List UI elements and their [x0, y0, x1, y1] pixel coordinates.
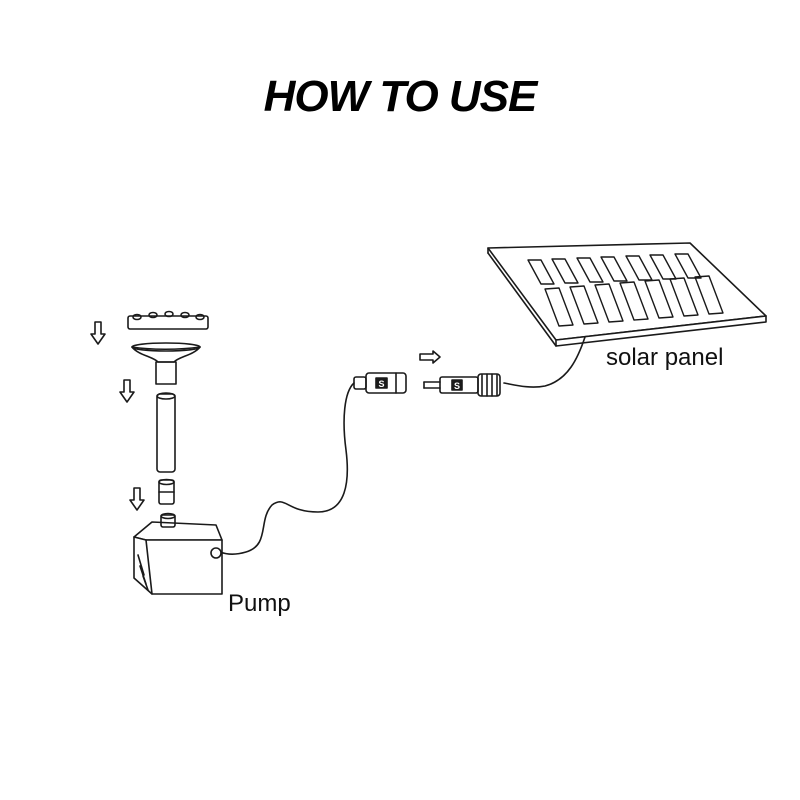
male-connector — [423, 373, 501, 397]
down-arrow-icon — [119, 379, 135, 403]
solar-panel-cable — [503, 336, 586, 388]
pump — [133, 512, 223, 595]
solar-cells — [527, 253, 724, 327]
male-connector-mark: S — [454, 381, 460, 391]
extension-tube — [156, 392, 176, 473]
female-connector — [353, 372, 407, 394]
female-connector-mark: S — [378, 379, 384, 389]
solar-panel-label: solar panel — [606, 344, 724, 371]
spray-head — [127, 310, 209, 330]
connect-arrow-icon — [419, 350, 441, 364]
down-arrow-icon — [129, 487, 145, 511]
nozzle-cone — [131, 342, 201, 385]
solar-panel — [487, 242, 767, 347]
pump-label: Pump — [228, 590, 291, 617]
pump-cable — [219, 382, 355, 556]
page-title: HOW TO USE — [263, 72, 538, 121]
adapter-fitting — [158, 478, 175, 505]
down-arrow-icon — [90, 321, 106, 345]
